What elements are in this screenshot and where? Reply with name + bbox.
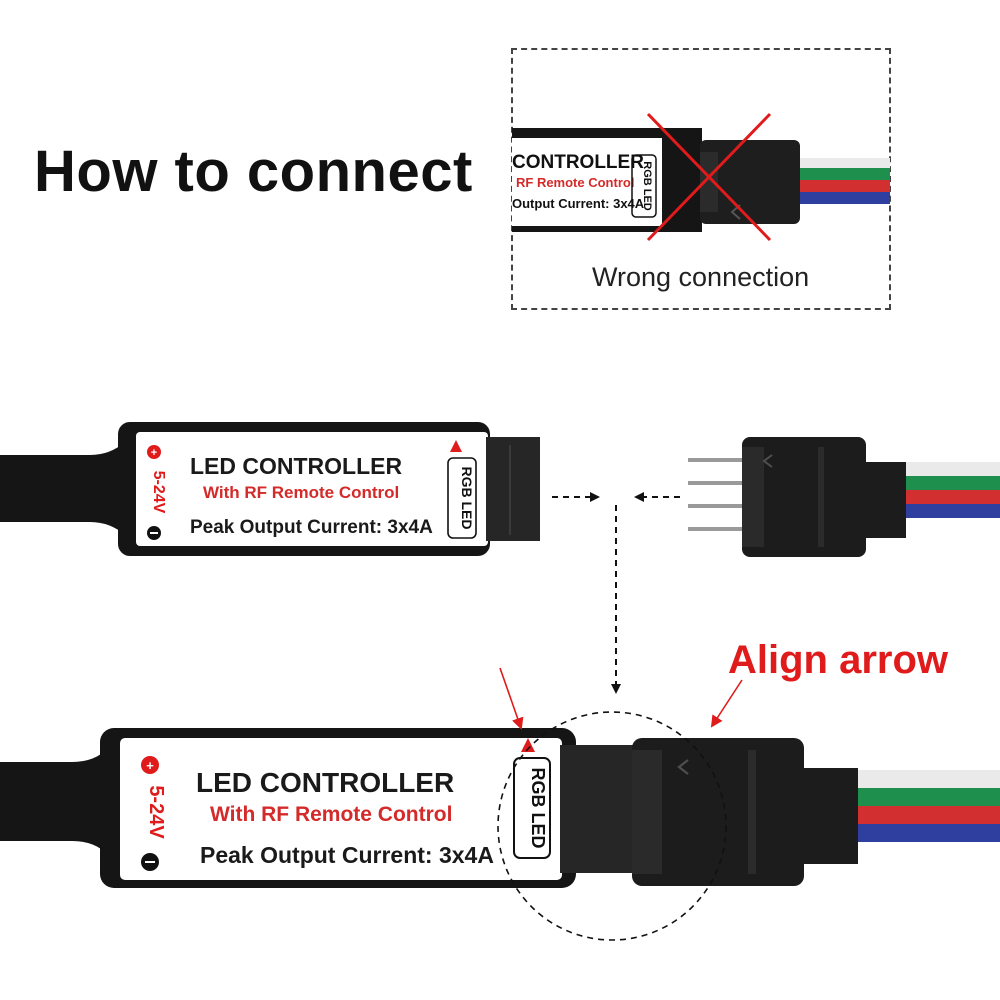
page-title: How to connect xyxy=(34,139,473,204)
bottom-controller-socket xyxy=(560,745,636,873)
inset-output-text: Output Current: 3x4A xyxy=(512,196,645,211)
pin xyxy=(688,458,746,462)
bottom-controller-title: LED CONTROLLER xyxy=(196,767,454,798)
top-controller-output: Peak Output Current: 3x4A xyxy=(190,517,433,538)
bottom-controller-label xyxy=(120,738,562,880)
inset-controller-text: CONTROLLER xyxy=(512,152,644,173)
top-voltage-text: 5-24V xyxy=(150,471,167,514)
top-controller-label xyxy=(136,432,488,546)
wrong-connection-illustration: CONTROLLER RF Remote Control Output Curr… xyxy=(512,112,890,242)
top-controller-subtitle: With RF Remote Control xyxy=(203,483,399,502)
bottom-controller-assembly: + 5-24V LED CONTROLLER With RF Remote Co… xyxy=(0,728,636,888)
bottom-plug-assembly xyxy=(632,738,1000,886)
top-plug-arrow-icon xyxy=(762,454,773,468)
pointer-arrow-plug xyxy=(710,679,743,728)
bottom-controller-output: Peak Output Current: 3x4A xyxy=(200,842,494,868)
wrong-connection-caption: Wrong connection xyxy=(592,262,810,292)
inset-badge-text: RGB LED xyxy=(641,161,653,211)
bottom-plus-icon xyxy=(141,756,159,774)
inset-remote-text: RF Remote Control xyxy=(516,175,634,190)
pointer-arrow-controller xyxy=(499,667,524,730)
top-plug-assembly xyxy=(688,437,1000,557)
top-controller-title: LED CONTROLLER xyxy=(190,453,402,479)
svg-text:+: + xyxy=(146,758,154,773)
align-arrow-label: Align arrow xyxy=(728,638,949,682)
top-plus-icon xyxy=(147,445,161,459)
top-align-arrow-icon xyxy=(450,440,462,452)
highlight-circle xyxy=(497,711,727,941)
top-badge-frame xyxy=(447,457,477,539)
top-controller-cable xyxy=(0,430,128,545)
top-controller-assembly: + 5-24V LED CONTROLLER With RF Remote Co… xyxy=(0,422,540,556)
inset-badge-frame xyxy=(631,154,657,218)
top-controller-socket xyxy=(486,437,540,541)
svg-text:+: + xyxy=(151,447,157,459)
bottom-plug-arrow-icon xyxy=(677,759,689,775)
bottom-controller-subtitle: With RF Remote Control xyxy=(210,803,452,826)
top-plug-body xyxy=(742,437,866,557)
bottom-voltage-text: 5-24V xyxy=(145,785,167,839)
inset-controller-label xyxy=(512,138,662,226)
bottom-badge-frame xyxy=(513,757,551,859)
bottom-align-arrow-icon xyxy=(521,738,535,752)
bottom-controller-cable xyxy=(0,735,110,870)
bottom-badge-text: RGB LED xyxy=(528,768,548,849)
top-badge-text: RGB LED xyxy=(459,467,475,530)
bottom-plug-body xyxy=(632,738,804,886)
